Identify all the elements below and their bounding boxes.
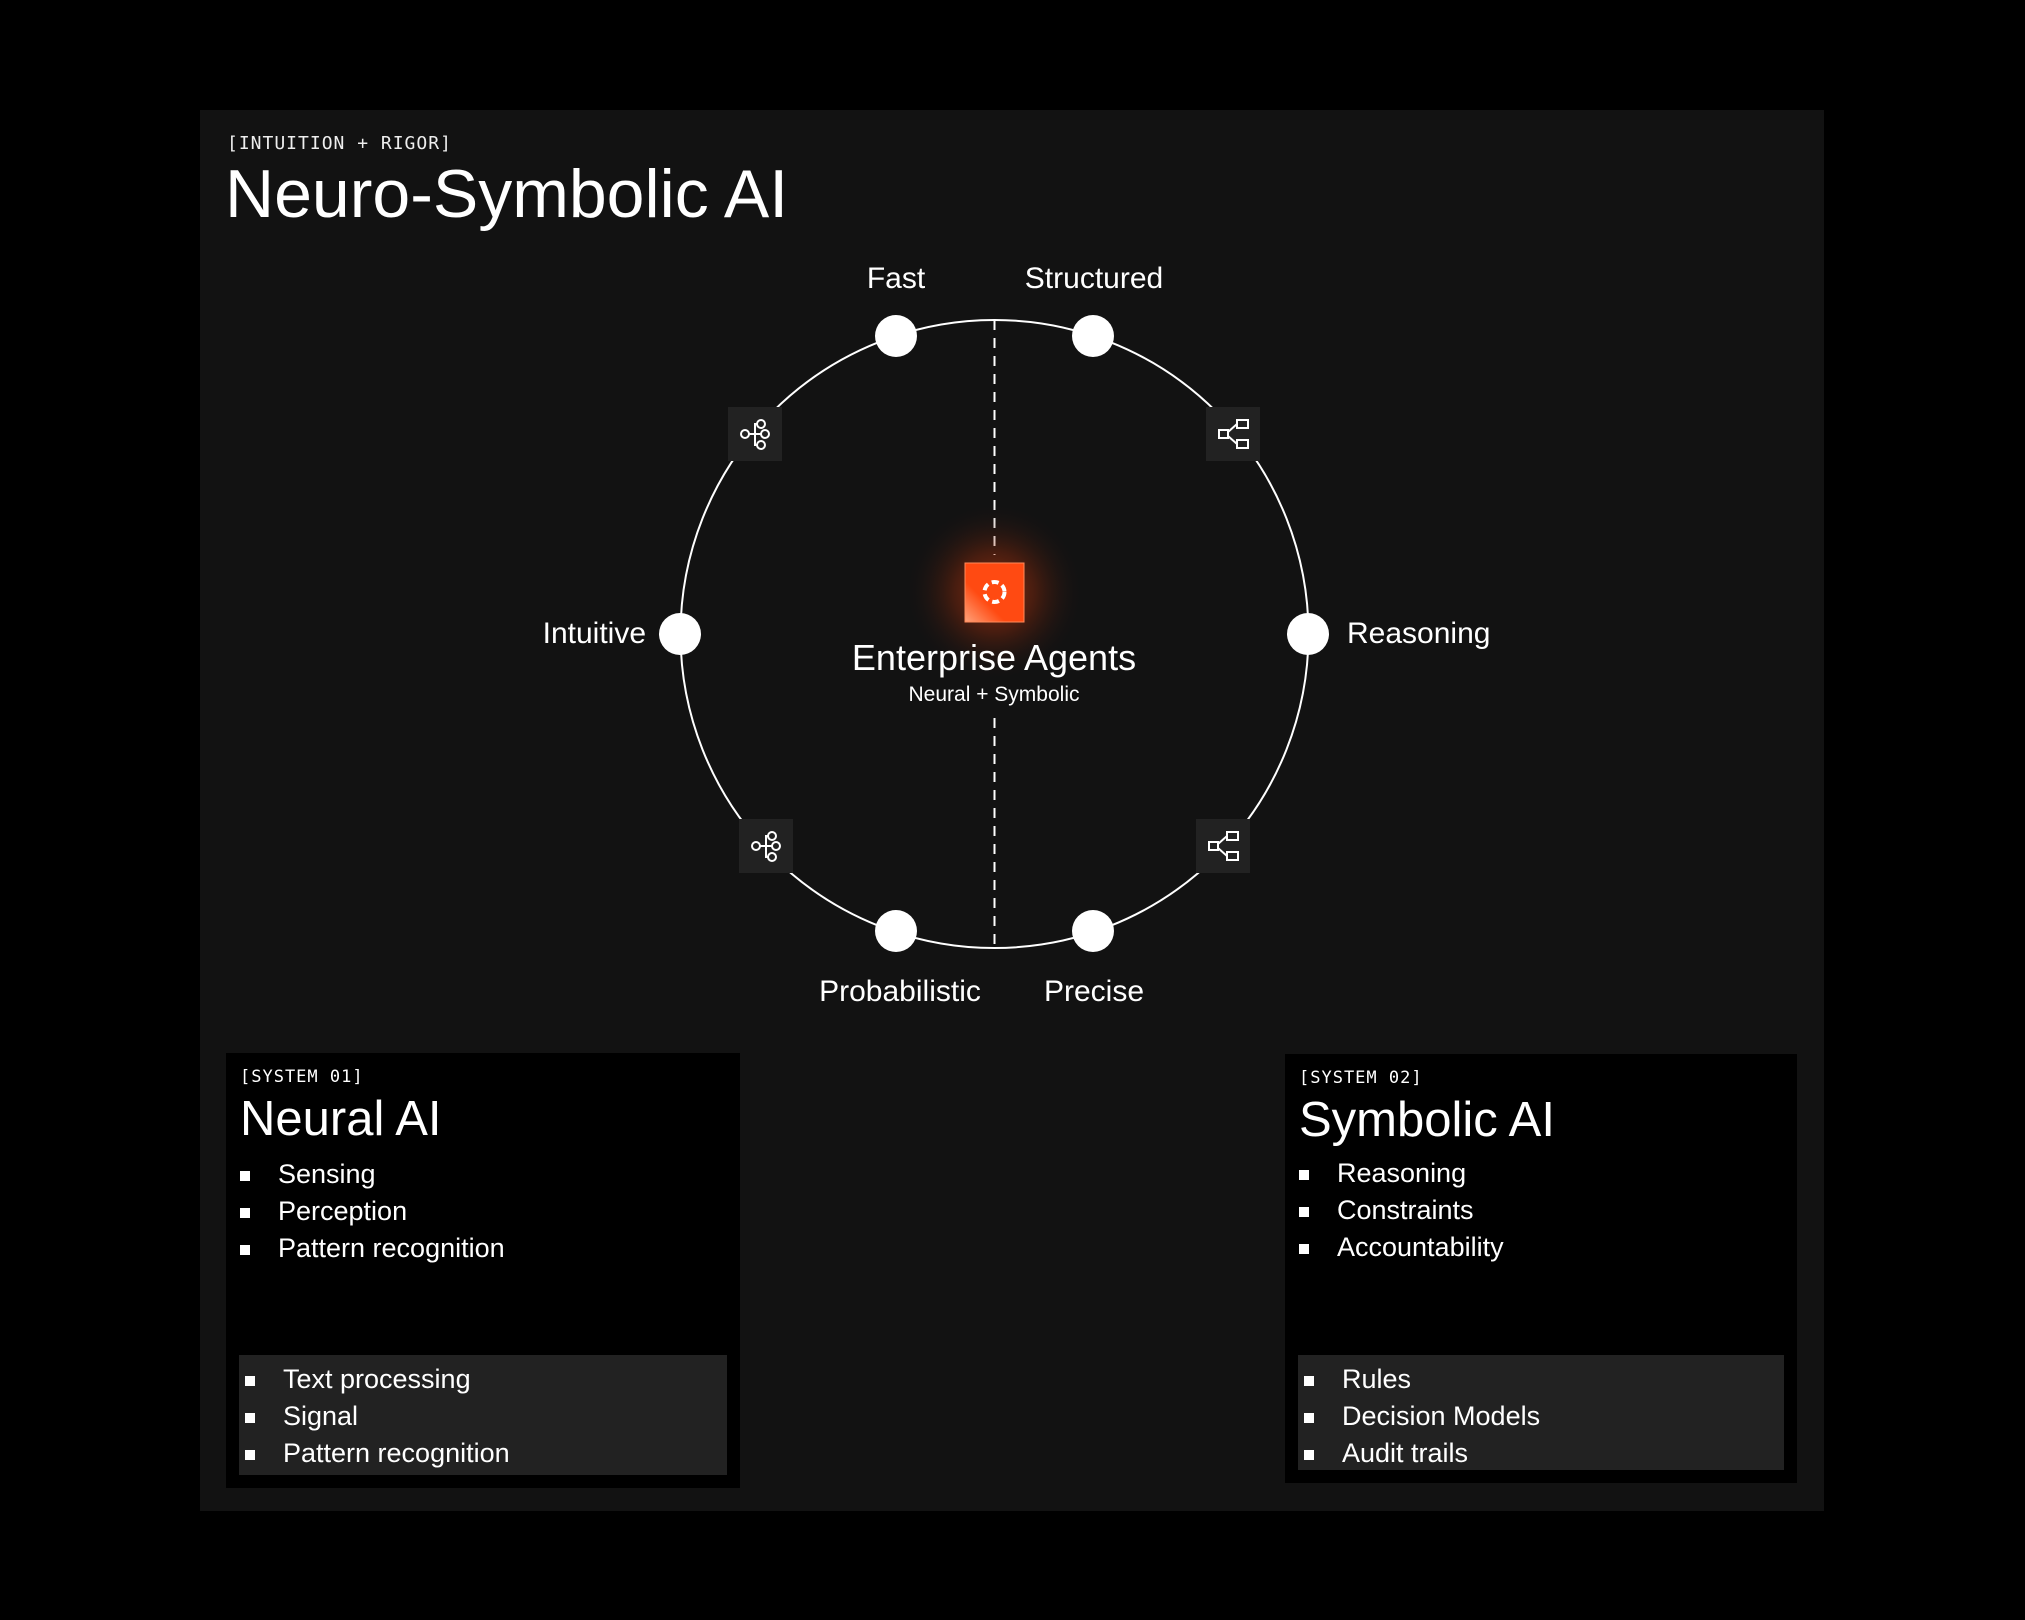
list-item: Text processing bbox=[245, 1361, 510, 1398]
label-reasoning: Reasoning bbox=[1347, 617, 1491, 650]
card-title: Neural AI bbox=[240, 1092, 442, 1146]
list-item: Signal bbox=[245, 1398, 510, 1435]
card-tag: [SYSTEM 01] bbox=[240, 1067, 364, 1087]
list-item: Rules bbox=[1304, 1361, 1540, 1398]
node-fast bbox=[875, 315, 917, 357]
hierarchy-icon bbox=[1196, 819, 1250, 873]
list-item: Perception bbox=[240, 1193, 505, 1230]
center-subtitle: Neural + Symbolic bbox=[908, 683, 1080, 706]
node-probabilistic bbox=[875, 910, 917, 952]
examples-box: Rules Decision Models Audit trails bbox=[1298, 1355, 1784, 1470]
label-intuitive: Intuitive bbox=[542, 617, 646, 650]
label-structured: Structured bbox=[1024, 262, 1164, 295]
card-tag: [SYSTEM 02] bbox=[1299, 1068, 1423, 1088]
list-item: Audit trails bbox=[1304, 1435, 1540, 1472]
list-item: Decision Models bbox=[1304, 1398, 1540, 1435]
eyebrow: [INTUITION + RIGOR] bbox=[227, 133, 452, 154]
node-reasoning bbox=[1287, 613, 1329, 655]
label-precise: Precise bbox=[1043, 975, 1145, 1008]
symbolic-ai-card: [SYSTEM 02] Symbolic AI Reasoning Constr… bbox=[1285, 1054, 1797, 1483]
list-item: Accountability bbox=[1299, 1229, 1504, 1266]
network-icon bbox=[728, 407, 782, 461]
node-precise bbox=[1072, 910, 1114, 952]
sparkle-logo-icon bbox=[964, 562, 1025, 623]
label-probabilistic: Probabilistic bbox=[819, 975, 981, 1008]
neural-ai-card: [SYSTEM 01] Neural AI Sensing Perception… bbox=[226, 1053, 740, 1488]
capability-list: Reasoning Constraints Accountability bbox=[1299, 1155, 1504, 1266]
list-item: Reasoning bbox=[1299, 1155, 1504, 1192]
list-item: Constraints bbox=[1299, 1192, 1504, 1229]
card-title: Symbolic AI bbox=[1299, 1093, 1555, 1147]
node-structured bbox=[1072, 315, 1114, 357]
list-item: Sensing bbox=[240, 1156, 505, 1193]
hierarchy-icon bbox=[1206, 407, 1260, 461]
label-fast: Fast bbox=[866, 262, 926, 295]
list-item: Pattern recognition bbox=[245, 1435, 510, 1472]
center-title: Enterprise Agents bbox=[851, 637, 1137, 678]
examples-list: Rules Decision Models Audit trails bbox=[1304, 1361, 1540, 1472]
capability-list: Sensing Perception Pattern recognition bbox=[240, 1156, 505, 1267]
list-item: Pattern recognition bbox=[240, 1230, 505, 1267]
examples-box: Text processing Signal Pattern recogniti… bbox=[239, 1355, 727, 1475]
network-icon bbox=[739, 819, 793, 873]
page-title: Neuro-Symbolic AI bbox=[225, 156, 789, 232]
node-dots bbox=[659, 315, 1329, 952]
examples-list: Text processing Signal Pattern recogniti… bbox=[245, 1361, 510, 1472]
node-intuitive bbox=[659, 613, 701, 655]
